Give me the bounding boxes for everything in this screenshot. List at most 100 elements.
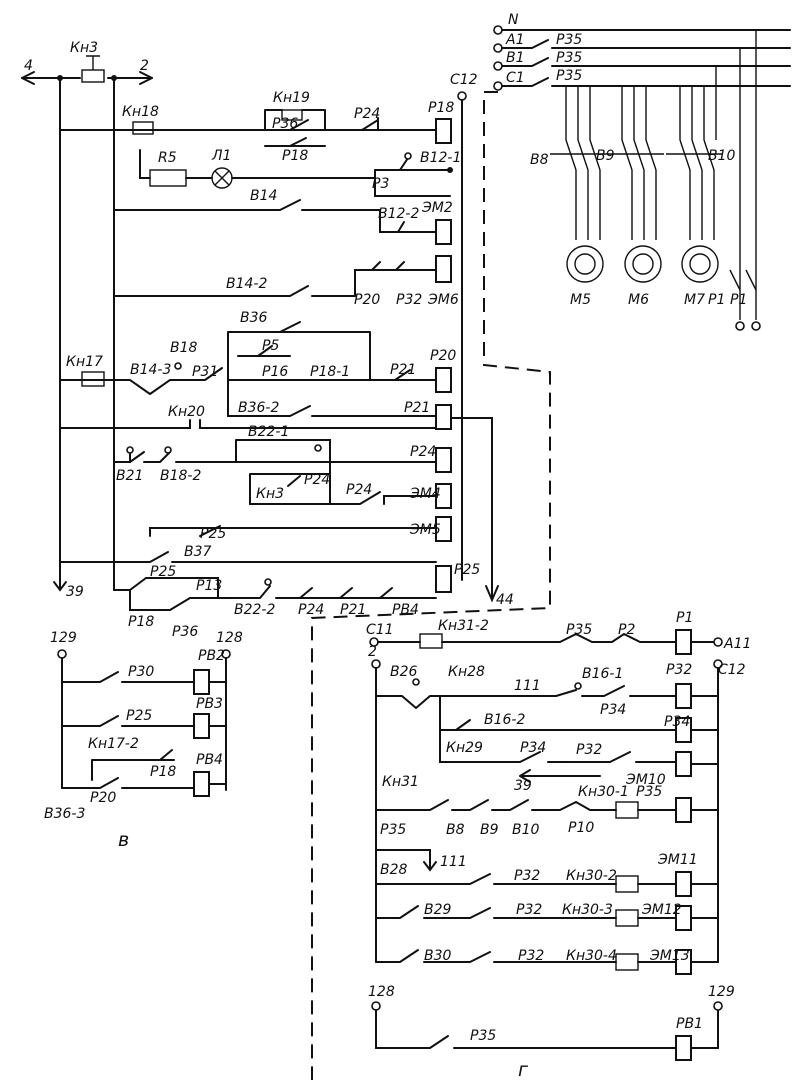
button-label: Кн19 — [273, 90, 310, 106]
coil-label: ЭМ10 — [625, 772, 666, 788]
contact-label: Р21 — [340, 602, 366, 618]
button-label: Кн17 — [66, 354, 103, 370]
contact-label: Р32 — [396, 292, 422, 308]
contact-label: В36-3 — [44, 806, 85, 822]
wire-number: 129 — [708, 984, 735, 1000]
button-label: Кн31 — [382, 774, 419, 790]
coil-label: ЭМ6 — [427, 292, 459, 308]
contact-label: Р24 — [346, 482, 372, 498]
coil-label: Р25 — [454, 562, 480, 578]
coil-label: Р34 — [664, 714, 690, 730]
terminal-label: С12 — [718, 662, 746, 678]
contact-label: Р34 — [600, 702, 626, 718]
contact-label: Р35 — [556, 68, 582, 84]
contact-label: Р24 — [298, 602, 324, 618]
contact-label: Р36 — [172, 624, 198, 640]
contact-label: В36 — [240, 310, 268, 326]
contact-label: Р25 — [126, 708, 152, 724]
wire-number: 44 — [496, 592, 514, 608]
panel-caption: г — [518, 1059, 529, 1081]
coil-label: РВ3 — [196, 696, 223, 712]
coil-label: ЭМ11 — [657, 852, 698, 868]
contact-label: В36-2 — [238, 400, 279, 416]
panel-caption: в — [118, 829, 129, 851]
button-label: Кн30-4 — [566, 948, 617, 964]
terminal-label: А11 — [723, 636, 751, 652]
panel-c: Кн3 4 2 Кн18 Кн19 Р36 Р24 Р18 С12 R5 Л1 … — [21, 40, 514, 851]
coil-label: ЭМ5 — [409, 522, 441, 538]
coil-label: ЭМ13 — [649, 948, 690, 964]
contact-label: Р18 — [282, 148, 308, 164]
wire-number: 2 — [368, 644, 377, 660]
terminal-label: С11 — [366, 622, 394, 638]
wire-number: 39 — [66, 584, 84, 600]
button-label: Кн30-3 — [562, 902, 613, 918]
contact-label: Р35 — [470, 1028, 496, 1044]
wire-number: 111 — [514, 678, 541, 694]
button-label: Кн3 — [256, 486, 284, 502]
wire-number: 128 — [216, 630, 243, 646]
contact-label: Р13 — [196, 578, 222, 594]
coil-label: Р20 — [430, 348, 456, 364]
contact-label: В37 — [184, 544, 212, 560]
wire-number: 4 — [24, 58, 33, 74]
contact-label: Р3 — [372, 176, 389, 192]
coil-label: Р1 — [676, 610, 693, 626]
contact-label: Р36 — [272, 116, 298, 132]
switch-label: В8 — [530, 152, 549, 168]
coil-label: Р35 — [636, 784, 662, 800]
button-label: Кн28 — [448, 664, 485, 680]
contact-label: Р20 — [90, 790, 116, 806]
coil-label: РВ2 — [198, 648, 225, 664]
contact-label: В30 — [424, 948, 452, 964]
contact-label: В8 — [446, 822, 465, 838]
contact-label: Р30 — [128, 664, 154, 680]
contact-label: Р20 — [354, 292, 380, 308]
coil-label: Р18 — [428, 100, 454, 116]
coil-label: ЭМ4 — [409, 486, 441, 502]
button-label: Кн29 — [446, 740, 483, 756]
button-label: Кн30-2 — [566, 868, 617, 884]
contact-label: Р1 — [708, 292, 725, 308]
wire-number: 2 — [140, 58, 149, 74]
contact-label: В16-2 — [484, 712, 525, 728]
contact-label: В29 — [424, 902, 452, 918]
motor-label: М6 — [628, 292, 649, 308]
coil-label: ЭМ2 — [421, 200, 453, 216]
phase-label: N — [508, 12, 519, 28]
switch-label: В10 — [708, 148, 736, 164]
button-label: Кн17-2 — [88, 736, 139, 752]
contact-label: Р18 — [150, 764, 176, 780]
contact-label: В12-1 — [420, 150, 461, 166]
wire-number: 111 — [440, 854, 467, 870]
contact-label: Р1 — [730, 292, 747, 308]
contact-label: Р5 — [262, 338, 279, 354]
contact-label: Р31 — [192, 364, 218, 380]
terminal-label: С12 — [450, 72, 478, 88]
switch-label: В9 — [596, 148, 615, 164]
contact-label: В21 — [116, 468, 143, 484]
contact-label: Р25 — [150, 564, 176, 580]
contact-label: В18-2 — [160, 468, 201, 484]
contact-label: В12-2 — [378, 206, 419, 222]
motor-label: М7 — [684, 292, 705, 308]
button-label: Кн30-1 — [578, 784, 629, 800]
contact-label: Р24 — [304, 472, 330, 488]
contact-label: Р35 — [556, 32, 582, 48]
contact-label: Р35 — [556, 50, 582, 66]
contact-label: Р32 — [518, 948, 544, 964]
resistor-label: R5 — [158, 150, 177, 166]
contact-label: В14 — [250, 188, 277, 204]
contact-label: В18 — [170, 340, 198, 356]
contact-label: Р32 — [516, 902, 542, 918]
motor-label: М5 — [570, 292, 591, 308]
contact-label: В16-1 — [582, 666, 623, 682]
contact-label: Р25 — [200, 526, 226, 542]
contact-label: В14-3 — [130, 362, 171, 378]
coil-label: Р24 — [410, 444, 436, 460]
contact-label: В28 — [380, 862, 408, 878]
separator-lines — [311, 91, 551, 1080]
contact-label: В14-2 — [226, 276, 267, 292]
